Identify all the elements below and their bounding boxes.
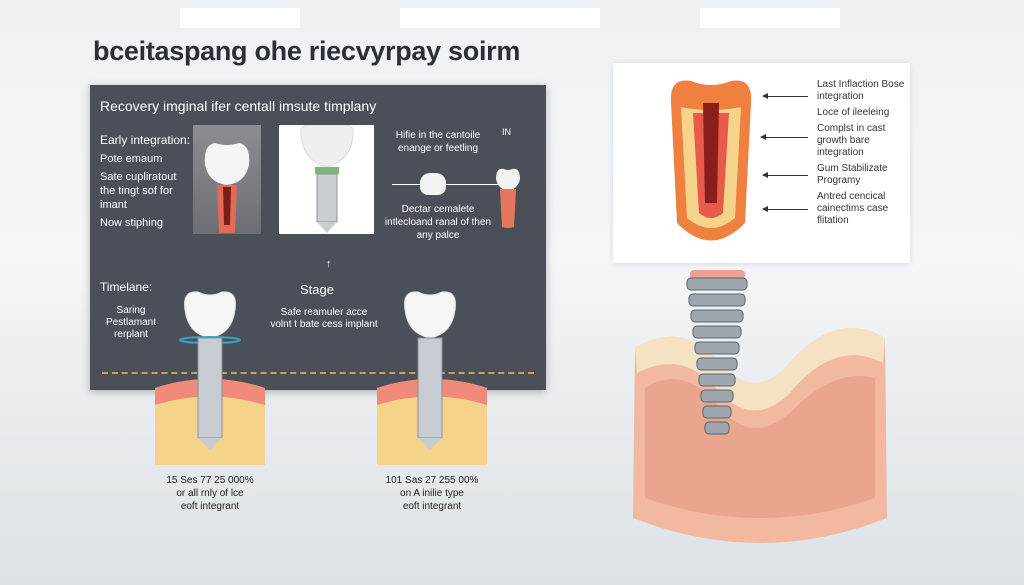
- tooth-cross-section: [670, 80, 752, 241]
- early-lines: Pote emaum Sate cupliratout the tingt so…: [100, 152, 188, 230]
- timeline-text: Saring Pestlamant rerplant: [105, 305, 157, 340]
- stage-heading: Stage: [300, 282, 334, 297]
- anatomy-label: Complst in cast growth bare integration: [817, 123, 886, 158]
- caption-left: 15 Ses 77 25 000% or all rnly of lce eof…: [140, 474, 280, 513]
- recovery-panel: Recovery imginal ifer centall imsute tim…: [90, 85, 546, 390]
- pointer-arrow: [762, 206, 808, 212]
- pointer-arrow: [762, 93, 808, 99]
- timeline-heading: Timelane:: [100, 280, 153, 294]
- caption-line: 101 Sas 27 255 00%: [385, 475, 479, 486]
- panel-heading: Recovery imginal ifer centall imsute tim…: [100, 98, 377, 114]
- page-title: bceitaspang ohe riecvyrpay soirm: [93, 36, 521, 66]
- tooth-anatomy-card: Last Inflaction Bose integration Loce of…: [613, 63, 910, 263]
- ceiling-light: [180, 8, 300, 28]
- early-line: Now stiphing: [100, 217, 163, 229]
- caption-right: 101 Sas 27 255 00% on A inilie type eoft…: [362, 474, 502, 513]
- caption-line: on A inilie type: [400, 488, 464, 499]
- up-arrow: ↑: [326, 258, 332, 270]
- anatomy-label: Last Inflaction Bose integration: [817, 79, 905, 102]
- anatomy-label: Antred cencical cainectims case flitatio…: [817, 191, 889, 226]
- caption-line: 15 Ses 77 25 000%: [166, 475, 254, 486]
- ceiling-light: [400, 8, 600, 28]
- tooth-cross-section-image: [193, 125, 261, 234]
- caption-line: eoft integrant: [402, 501, 462, 512]
- in-label: IN: [502, 127, 511, 137]
- anatomy-labels: Last Inflaction Bose integration Loce of…: [817, 79, 907, 227]
- implant-crown-image: [279, 124, 374, 234]
- pointer-arrow: [762, 172, 808, 178]
- early-line: Sate cupliratout the tingt sof for imant: [100, 171, 177, 211]
- right-arrow: [392, 184, 502, 185]
- anatomy-label: Gum Stabilizate Programy: [817, 163, 888, 186]
- stage-text: Safe reamuler acce volnt t bate cess imp…: [270, 307, 378, 330]
- tooth-root-image: [494, 167, 522, 229]
- implant-diagram-left: [155, 291, 265, 465]
- anatomy-label: Loce of ileeleing: [817, 107, 890, 118]
- ceiling-light: [700, 8, 840, 28]
- early-heading: Early integration:: [100, 133, 191, 147]
- early-line: Pote emaum: [100, 153, 163, 165]
- pointer-arrow: [760, 134, 808, 140]
- middle-top-text: Hifie in the cantoile enange or feetling: [395, 130, 481, 154]
- middle-bottom-text: Dectar cemalete intlecloand ranal of the…: [384, 204, 492, 241]
- caption-line: eoft integrant: [180, 501, 240, 512]
- tooth-icon: [420, 173, 446, 195]
- caption-line: or all rnly of lce: [176, 488, 244, 499]
- 3d-jaw-implant-model: [633, 270, 887, 543]
- implant-diagram-right: [377, 291, 487, 465]
- timeline-line: [102, 372, 534, 374]
